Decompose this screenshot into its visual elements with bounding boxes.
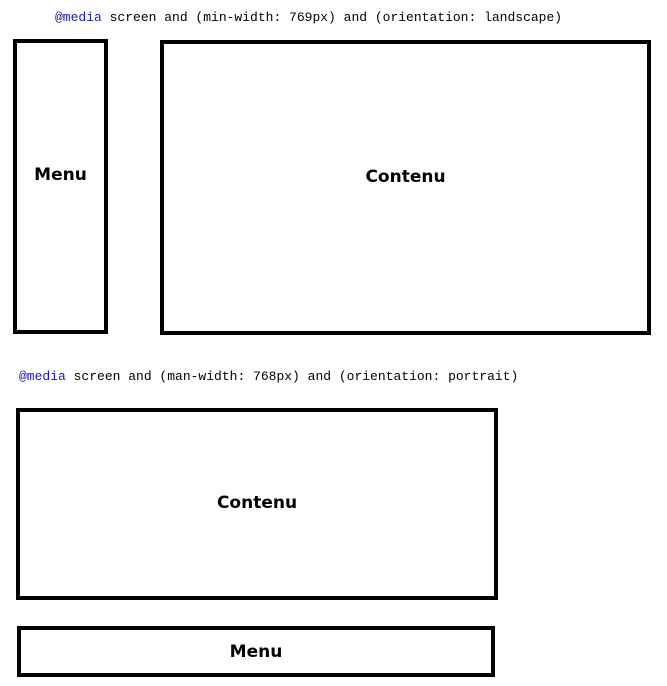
landscape-menu-label: Menu	[34, 164, 87, 185]
landscape-menu-box: Menu	[13, 39, 108, 334]
portrait-media-query: @media screen and (man-width: 768px) and…	[19, 369, 518, 385]
media-query-text: screen and (min-width: 769px) and (orien…	[101, 10, 563, 25]
landscape-content-box: Contenu	[160, 40, 651, 335]
media-keyword: @media	[55, 10, 102, 25]
portrait-content-label: Contenu	[216, 493, 298, 513]
media-keyword: @media	[19, 369, 66, 384]
portrait-menu-box: Menu	[17, 626, 495, 677]
portrait-menu-label: Menu	[229, 641, 283, 662]
portrait-content-box: Contenu	[16, 408, 498, 600]
media-query-text: screen and (man-width: 768px) and (orien…	[65, 369, 519, 384]
landscape-content-label: Contenu	[365, 166, 446, 187]
landscape-media-query: @media screen and (min-width: 769px) and…	[55, 10, 562, 26]
